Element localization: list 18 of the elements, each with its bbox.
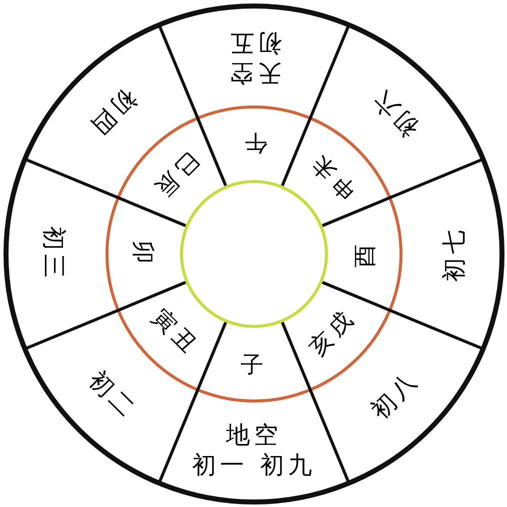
day-label: 初七 [439, 226, 469, 282]
branch-label: 子 [240, 352, 268, 380]
day-label: 初二 [82, 365, 143, 426]
day-label: 初三 [39, 226, 69, 282]
day-label: 初四 [82, 82, 143, 143]
branch-label: 亥戌 [304, 304, 362, 362]
day-label: 初八 [365, 365, 426, 426]
day-label: 地空 [226, 420, 282, 450]
branch-label: 酉 [352, 240, 380, 268]
branch-label: 寅丑 [146, 304, 204, 362]
branch-label: 巳辰 [146, 146, 204, 204]
branch-label: 卯 [128, 240, 156, 268]
day-label: 初一 初九 [192, 450, 316, 480]
day-label: 初六 [365, 82, 426, 143]
branch-label: 午 [240, 128, 268, 156]
day-label: 天空 [226, 58, 282, 88]
branch-label: 申未 [304, 146, 362, 204]
day-label: 初五 [226, 28, 282, 58]
